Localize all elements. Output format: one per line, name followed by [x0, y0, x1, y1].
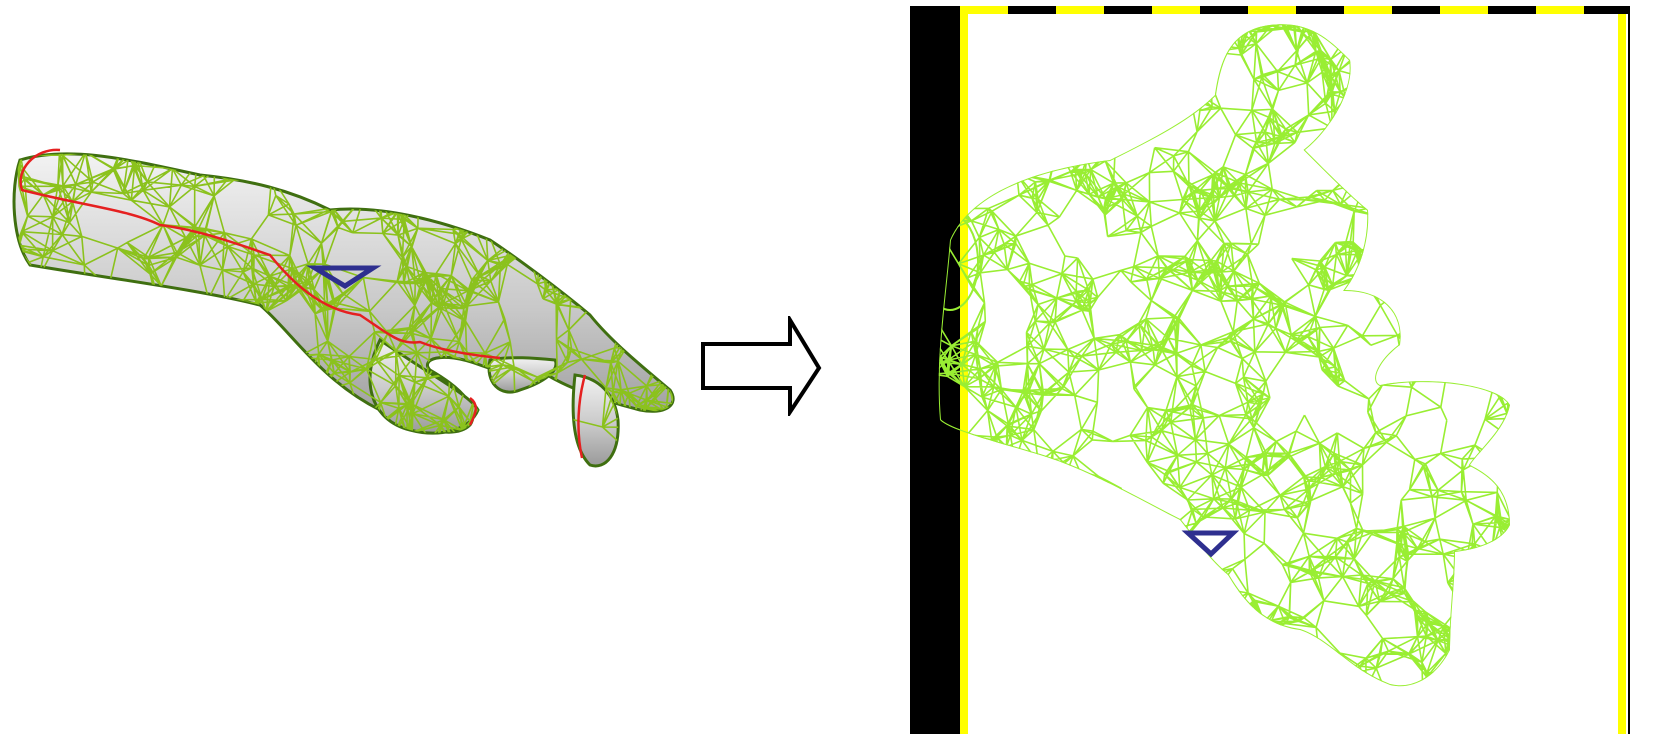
frame-top-dash — [1488, 6, 1536, 14]
frame-top-dash — [1536, 6, 1584, 14]
frame-top-dash — [1440, 6, 1488, 14]
frame-top-dash — [1008, 6, 1056, 14]
frame-canvas — [962, 12, 1628, 734]
flattened-mesh-panel — [910, 0, 1630, 734]
right-arrow-icon — [695, 316, 825, 416]
frame-top-dash — [1200, 6, 1248, 14]
frame-top-dash — [1584, 6, 1630, 14]
frame-top-dash — [1392, 6, 1440, 14]
frame-side-border — [1618, 12, 1626, 734]
frame-top-dash — [960, 6, 1008, 14]
hand-3d-mesh-panel — [0, 120, 760, 640]
frame-top-dash — [1152, 6, 1200, 14]
frame-top-dash — [1248, 6, 1296, 14]
frame-side-border — [960, 12, 968, 734]
frame-top-dash — [1104, 6, 1152, 14]
frame-top-dash — [1296, 6, 1344, 14]
frame-top-dash — [1056, 6, 1104, 14]
frame-top-dash — [1344, 6, 1392, 14]
